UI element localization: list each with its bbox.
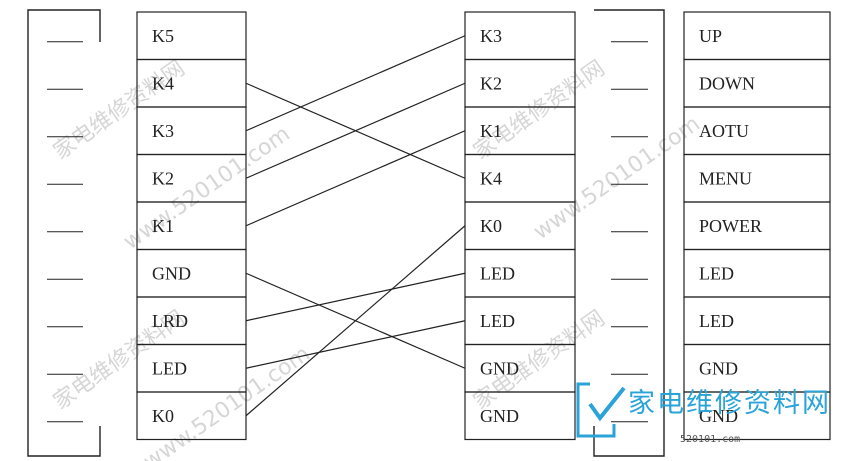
left-table-cell-label: LRD <box>152 311 188 331</box>
left-bracket-dashes <box>47 41 83 423</box>
logo-bracket-icon <box>576 382 616 438</box>
right-table-cell-label: AOTU <box>699 121 749 141</box>
left-table-cell: K1 <box>136 201 247 251</box>
right-table-cell-label: LED <box>699 263 734 283</box>
left-table-cell-label: K0 <box>152 406 174 426</box>
left-table-cell-label: K1 <box>152 216 174 236</box>
middle-table-cell-label: GND <box>480 358 519 378</box>
left-table-cell: GND <box>136 248 247 298</box>
right-bracket <box>593 9 665 457</box>
middle-table-cell-label: K1 <box>480 121 502 141</box>
right-table-cell: GND <box>683 343 831 393</box>
wire <box>245 272 466 322</box>
middle-table-cell-label: LED <box>480 263 515 283</box>
left-table-cell-label: K5 <box>152 26 174 46</box>
right-table-cell-label: GND <box>699 406 738 426</box>
middle-table-cell: K3 <box>464 11 576 61</box>
left-table-cell: K5 <box>136 11 247 61</box>
middle-table-cell-label: K4 <box>480 168 502 188</box>
right-table-cell: MENU <box>683 153 831 203</box>
left-table-cell: K0 <box>136 391 247 441</box>
left-table-cell-label: LED <box>152 358 187 378</box>
right-table-cell-label: UP <box>699 26 722 46</box>
logo-check-icon <box>588 386 626 422</box>
right-table-cell: LED <box>683 296 831 346</box>
middle-table-cell: K1 <box>464 106 576 156</box>
left-table-cell: K2 <box>136 153 247 203</box>
right-bracket-dashes <box>611 41 648 423</box>
middle-table-cell: GND <box>464 391 576 441</box>
right-table-cell-box <box>683 391 831 441</box>
logo-url: 520101.com <box>680 434 740 445</box>
middle-table-cell-box <box>464 391 576 441</box>
middle-table-cell-label: K3 <box>480 26 502 46</box>
middle-table-cell: K4 <box>464 153 576 203</box>
left-table-cell: LRD <box>136 296 247 346</box>
left-table-cell-label: K3 <box>152 121 174 141</box>
right-table-cell: AOTU <box>683 106 831 156</box>
right-table-cell-label: POWER <box>699 216 762 236</box>
logo-text: 家电维修资料网 <box>628 388 831 419</box>
wire <box>245 130 466 227</box>
left-table-cell-label: GND <box>152 263 191 283</box>
right-table-cell: LED <box>683 248 831 298</box>
right-table-cell: POWER <box>683 201 831 251</box>
right-table-cell-label: GND <box>699 358 738 378</box>
left-table-cell-label: K4 <box>152 73 174 93</box>
right-table-cell: UP <box>683 11 831 61</box>
right-table-cell-label: MENU <box>699 168 752 188</box>
middle-table-cell-label: LED <box>480 311 515 331</box>
left-table-cell: LED <box>136 343 247 393</box>
wire <box>245 320 466 369</box>
right-table-cell: DOWN <box>683 58 831 108</box>
left-bracket <box>27 9 101 457</box>
right-table-cell-label: DOWN <box>699 73 755 93</box>
site-logo: 家电维修资料网 520101.com <box>576 382 831 445</box>
middle-table-cell: LED <box>464 248 576 298</box>
right-function-table: UP DOWN AOTU MENU POWER LED LED GND GND <box>683 11 831 441</box>
middle-table-cell: LED <box>464 296 576 346</box>
wire-connections <box>245 35 466 417</box>
right-table-cell-label: LED <box>699 311 734 331</box>
middle-table-cell-label: GND <box>480 406 519 426</box>
middle-table-cell: K2 <box>464 58 576 108</box>
right-table-cell: GND <box>683 391 831 441</box>
left-table-cell: K4 <box>136 58 247 108</box>
wire <box>245 35 466 132</box>
wire <box>245 82 466 179</box>
middle-table-cell: GND <box>464 343 576 393</box>
middle-table-cell-label: K2 <box>480 73 502 93</box>
middle-table-cell-label: K0 <box>480 216 502 236</box>
left-table-cell-label: K2 <box>152 168 174 188</box>
middle-table-cell: K0 <box>464 201 576 251</box>
left-table-cell: K3 <box>136 106 247 156</box>
wire <box>245 225 466 417</box>
